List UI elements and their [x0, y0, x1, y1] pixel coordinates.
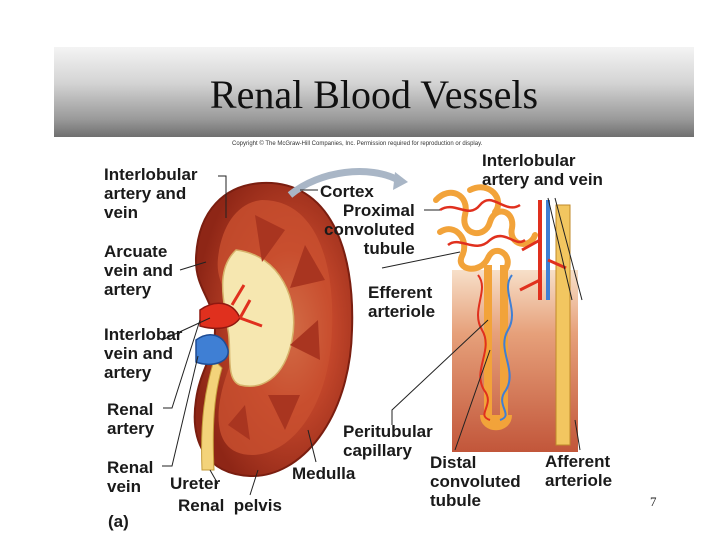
label-part-a: (a) [108, 512, 129, 531]
label-renal-artery: Renal artery [107, 400, 155, 438]
label-renal-vein: Renal vein [107, 458, 154, 496]
label-proximal-convoluted-tubule: Proximal convoluted tubule [324, 201, 415, 258]
slide-title: Renal Blood Vessels [209, 72, 539, 117]
copyright-notice: Copyright © The McGraw-Hill Companies, I… [232, 141, 483, 147]
label-renal-pelvis: Renal pelvis [178, 496, 282, 515]
label-arcuate: Arcuate vein and artery [104, 242, 173, 299]
zoom-arrow [287, 168, 400, 198]
title-bar: Renal Blood Vessels [54, 47, 694, 137]
label-interlobular-right: Interlobular artery and vein [482, 151, 603, 189]
label-efferent-arteriole: Efferent arteriole [368, 283, 436, 321]
leader-lines [161, 175, 583, 496]
label-interlobular-left: Interlobular artery and vein [104, 165, 198, 222]
nephron-enlargement [433, 184, 578, 452]
kidney-cross-section [193, 181, 354, 478]
label-afferent-arteriole: Afferent arteriole [545, 452, 613, 490]
label-interlobar: Interlobar vein and artery [104, 325, 183, 382]
page-number: 7 [650, 494, 657, 509]
label-distal-convoluted-tubule: Distal convoluted tubule [430, 453, 521, 510]
label-peritubular-capillary: Peritubular capillary [343, 422, 433, 460]
zoom-arrow-head [393, 172, 408, 190]
label-ureter: Ureter [170, 474, 221, 493]
label-medulla: Medulla [292, 464, 356, 483]
label-cortex: Cortex [320, 182, 374, 201]
